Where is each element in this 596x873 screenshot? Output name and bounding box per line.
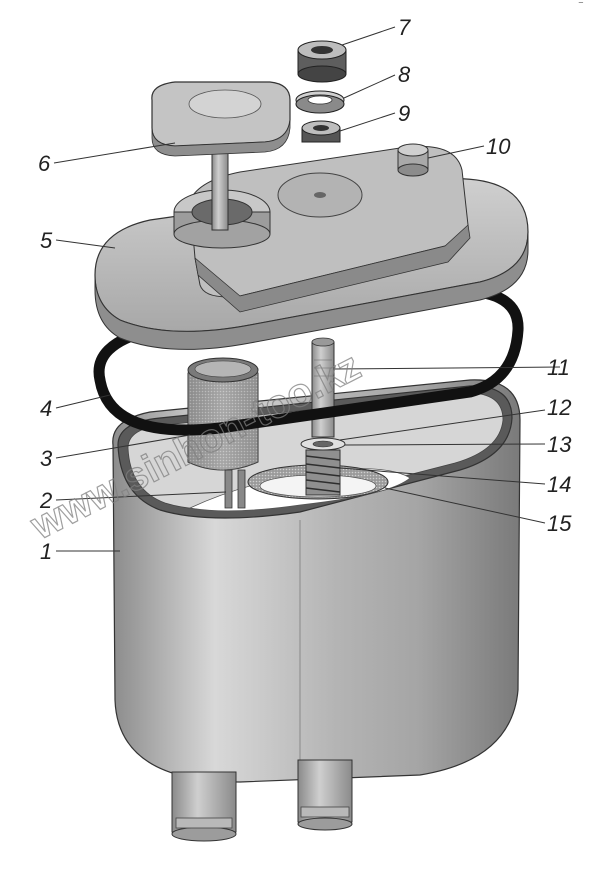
callout-9: 9 (398, 101, 410, 126)
callout-4: 4 (40, 396, 52, 421)
part-2-bracket (224, 469, 246, 509)
part-8-washer (295, 90, 345, 114)
callout-13: 13 (547, 432, 572, 457)
callout-3: 3 (40, 446, 53, 471)
part-14-spring (305, 449, 341, 496)
leader-lines (53, 26, 561, 552)
callout-10: 10 (486, 134, 511, 159)
callout-2: 2 (39, 488, 52, 513)
part-9-small-nut (301, 120, 341, 143)
callout-6: 6 (38, 151, 51, 176)
part-13-washer (300, 437, 346, 451)
outlet-pipe-left (171, 771, 237, 842)
callout-12: 12 (547, 395, 571, 420)
corner-mark: ⁻ (578, 0, 584, 11)
callout-11: 11 (547, 355, 570, 380)
callout-labels: 1 2 3 4 5 6 7 8 9 10 11 12 13 14 15 (38, 15, 572, 564)
callout-1: 1 (40, 539, 52, 564)
outlet-pipe-right (297, 759, 353, 831)
callout-8: 8 (398, 62, 411, 87)
part-5-lid (94, 145, 529, 350)
part-6-cap (151, 81, 291, 231)
part-7-nut (297, 40, 347, 83)
callout-15: 15 (547, 511, 572, 536)
callout-14: 14 (547, 472, 571, 497)
callout-7: 7 (398, 15, 411, 40)
part-3-filter-element (187, 357, 259, 471)
callout-5: 5 (40, 228, 53, 253)
part-10-plug (397, 143, 429, 177)
